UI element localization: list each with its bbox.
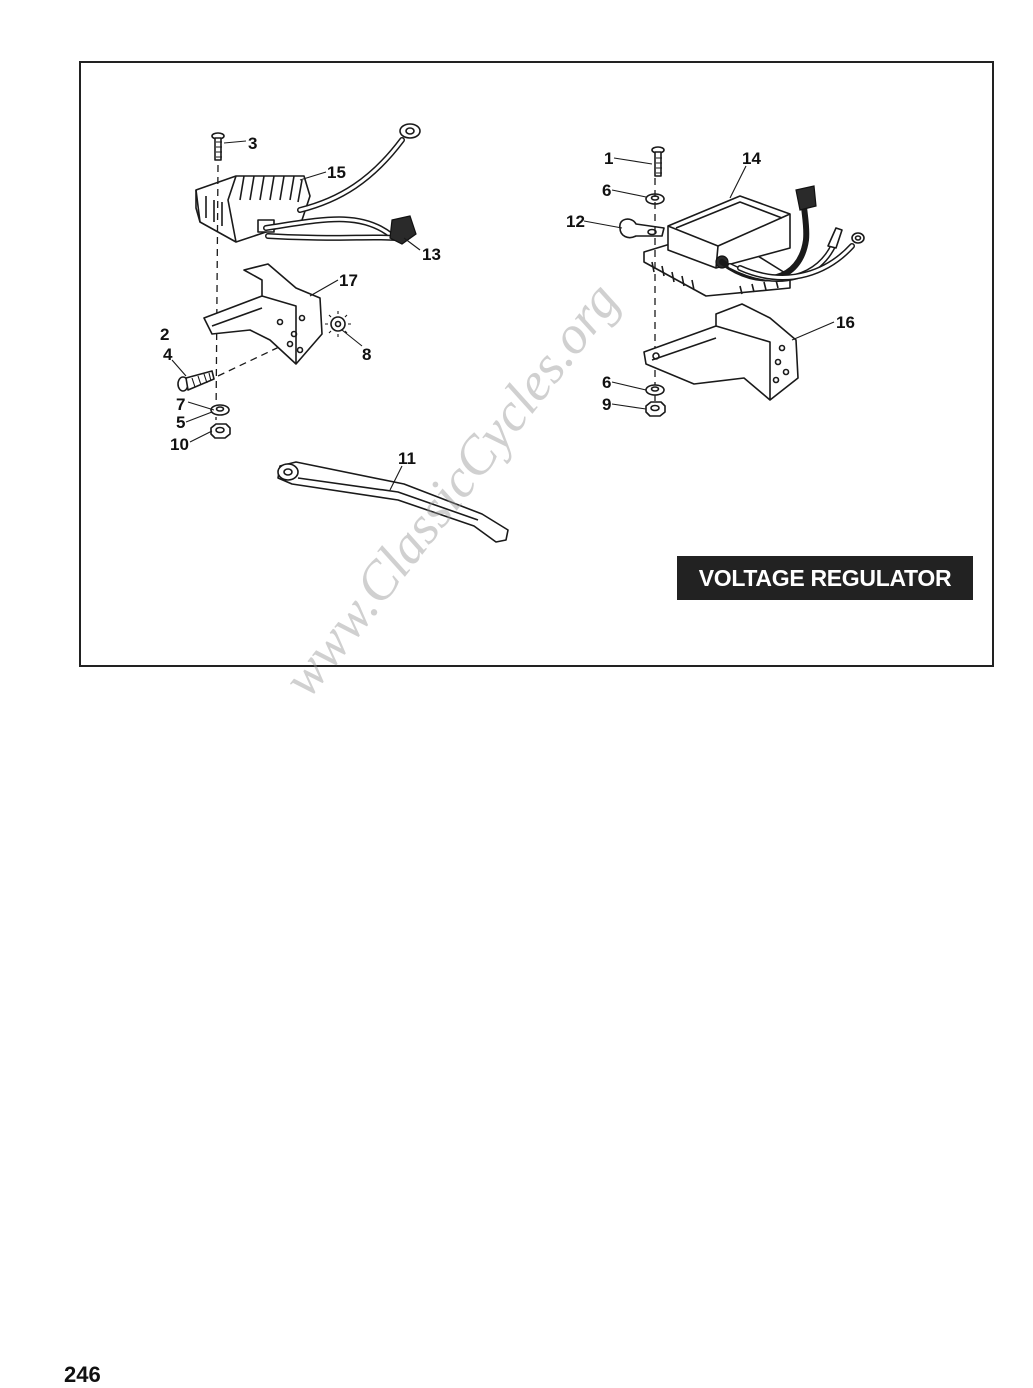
diagram-title: VOLTAGE REGULATOR	[677, 556, 973, 600]
washer-5	[210, 404, 230, 416]
leader-lines	[171, 140, 835, 491]
callout-15: 15	[327, 163, 346, 182]
callout-8: 8	[362, 345, 371, 364]
strap-11	[277, 461, 509, 543]
nut-10	[210, 423, 231, 439]
callout-11: 11	[398, 449, 416, 468]
assembly-axis-left	[215, 164, 219, 421]
regulator-14-wires	[719, 185, 865, 282]
bolt-4	[177, 370, 215, 392]
callout-3: 3	[248, 134, 257, 153]
callout-9: 9	[602, 395, 611, 414]
callout-4: 4	[163, 345, 173, 364]
washer-6-bottom	[645, 384, 665, 396]
callout-7: 7	[176, 395, 185, 414]
callout-12: 12	[566, 212, 585, 231]
callout-10: 10	[170, 435, 189, 454]
callout-6-top: 6	[602, 181, 611, 200]
exploded-parts-diagram: 3 15 13 17 2 8 4 7 5 10 11 1 14 6 12 16 …	[160, 123, 865, 543]
bracket-16	[643, 303, 799, 401]
diagram-frame	[79, 61, 994, 667]
page-number: 246	[64, 1362, 101, 1387]
clip-12	[619, 218, 665, 239]
regulator-14	[643, 195, 791, 297]
regulator-wires	[263, 123, 421, 241]
callout-1: 1	[604, 149, 613, 168]
screw-1	[651, 146, 665, 177]
callout-5: 5	[176, 413, 185, 432]
regulator-15	[195, 175, 311, 243]
screw-3	[211, 132, 225, 161]
callout-16: 16	[836, 313, 855, 332]
callout-17: 17	[339, 271, 358, 290]
callout-13: 13	[422, 245, 441, 264]
callout-2: 2	[160, 325, 169, 344]
star-washer-8	[325, 311, 351, 337]
callout-14: 14	[742, 149, 761, 168]
bracket-17	[203, 263, 323, 365]
nut-9	[645, 401, 666, 417]
connector-13	[389, 215, 417, 245]
callout-6-bottom: 6	[602, 373, 611, 392]
